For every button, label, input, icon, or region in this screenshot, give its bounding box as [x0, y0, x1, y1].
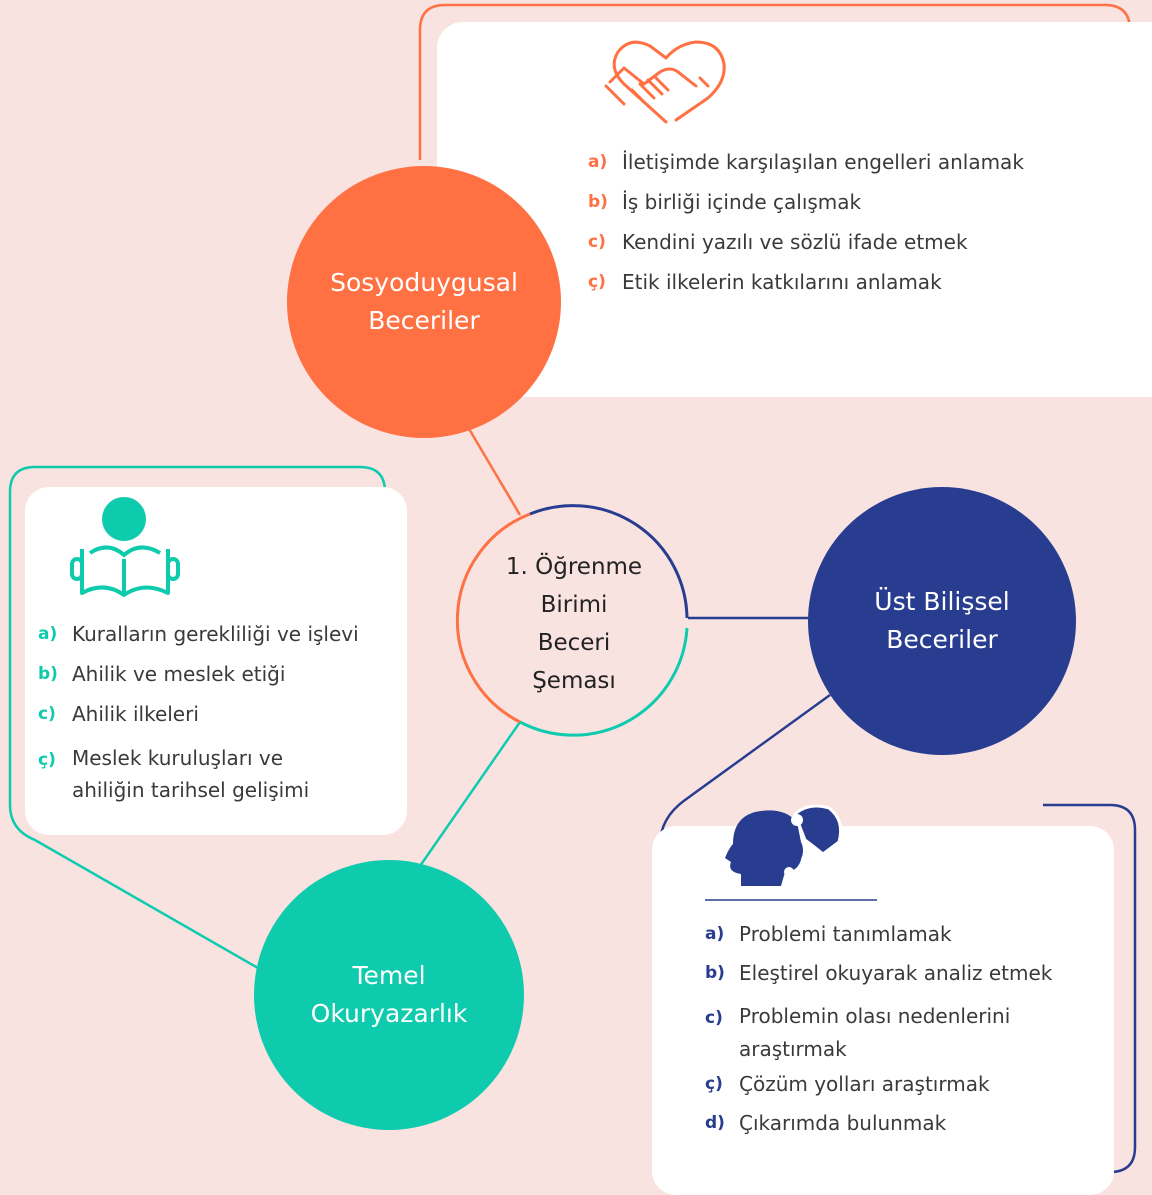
item-text: Ahilik ve meslek etiği	[72, 662, 286, 686]
item-text: Etik ilkelerin katkılarını anlamak	[622, 270, 942, 294]
list-item: ç) Etik ilkelerin katkılarını anlamak	[588, 270, 1078, 310]
item-letter: b)	[38, 664, 58, 684]
item-text: Ahilik ilkeleri	[72, 702, 199, 726]
list-item: c) Kendini yazılı ve sözlü ifade etmek	[588, 230, 1078, 270]
social-node-label: Sosyoduygusal Beceriler	[330, 268, 518, 335]
center-label: 1. Öğrenme Birimi Beceri Şeması	[505, 554, 643, 694]
item-letter: a)	[705, 924, 725, 944]
list-item: c) Problemin olası nedenlerini araştırmak	[705, 1000, 1105, 1066]
literacy-outline	[8, 465, 387, 970]
list-item: c) Ahilik ilkeleri	[38, 702, 383, 742]
item-letter: c)	[588, 232, 606, 252]
item-text: Çözüm yolları araştırmak	[739, 1072, 990, 1096]
item-letter: b)	[705, 963, 725, 983]
item-text: Kendini yazılı ve sözlü ifade etmek	[622, 230, 968, 254]
list-item: d) Çıkarımda bulunmak	[705, 1111, 1105, 1150]
list-item: a) Kuralların gerekliliği ve işlevi	[38, 622, 383, 662]
list-item: a) İletişimde karşılaşılan engelleri anla…	[588, 150, 1078, 190]
literacy-node-label: Temel Okuryazarlık	[310, 961, 468, 1028]
literacy-node: Temel Okuryazarlık	[254, 860, 524, 1130]
meta-node: Üst Bilişsel Beceriler	[808, 487, 1076, 755]
item-text: Eleştirel okuyarak analiz etmek	[739, 961, 1053, 985]
list-item: b) Eleştirel okuyarak analiz etmek	[705, 961, 1105, 1000]
head-puzzle-icon	[705, 804, 877, 901]
list-item: ç) Meslek kuruluşları ve ahiliğin tarihse…	[38, 742, 383, 806]
list-item: a) Problemi tanımlamak	[705, 922, 1105, 961]
meta-items: a) Problemi tanımlamak b) Eleştirel okuyar…	[705, 922, 1105, 1150]
meta-card	[652, 826, 1114, 1195]
reading-person-icon	[70, 497, 180, 597]
center-node	[455, 504, 689, 737]
item-letter: d)	[705, 1113, 725, 1133]
item-text: Problemi tanımlamak	[739, 922, 952, 946]
item-letter: ç)	[588, 272, 606, 292]
item-letter: a)	[38, 624, 58, 644]
item-letter: c)	[38, 704, 56, 724]
item-text: Çıkarımda bulunmak	[739, 1111, 947, 1135]
list-item: b) Ahilik ve meslek etiği	[38, 662, 383, 702]
list-item: ç) Çözüm yolları araştırmak	[705, 1072, 1105, 1111]
list-item: b) İş birliği içinde çalışmak	[588, 190, 1078, 230]
item-text: İletişimde karşılaşılan engelleri anlama…	[622, 150, 1024, 174]
meta-node-label: Üst Bilişsel Beceriler	[874, 587, 1010, 654]
literacy-card	[25, 487, 407, 835]
item-text: Problemin olası nedenlerini araştırmak	[739, 1004, 1011, 1061]
item-text: İş birliği içinde çalışmak	[622, 190, 862, 214]
item-letter: ç)	[38, 750, 56, 770]
literacy-items: a) Kuralların gerekliliği ve işlevi b) Ahi…	[38, 622, 383, 806]
item-text: Meslek kuruluşları ve ahiliğin tarihsel …	[72, 746, 310, 802]
item-letter: b)	[588, 192, 608, 212]
social-items: a) İletişimde karşılaşılan engelleri anla…	[588, 150, 1078, 310]
social-node: Sosyoduygusal Beceriler	[287, 166, 561, 438]
item-letter: a)	[588, 152, 608, 172]
handshake-heart-icon	[604, 40, 726, 124]
item-letter: ç)	[705, 1074, 723, 1094]
social-connector	[460, 416, 522, 516]
item-letter: c)	[705, 1008, 723, 1028]
item-text: Kuralların gerekliliği ve işlevi	[72, 622, 359, 646]
literacy-connector	[418, 721, 522, 867]
